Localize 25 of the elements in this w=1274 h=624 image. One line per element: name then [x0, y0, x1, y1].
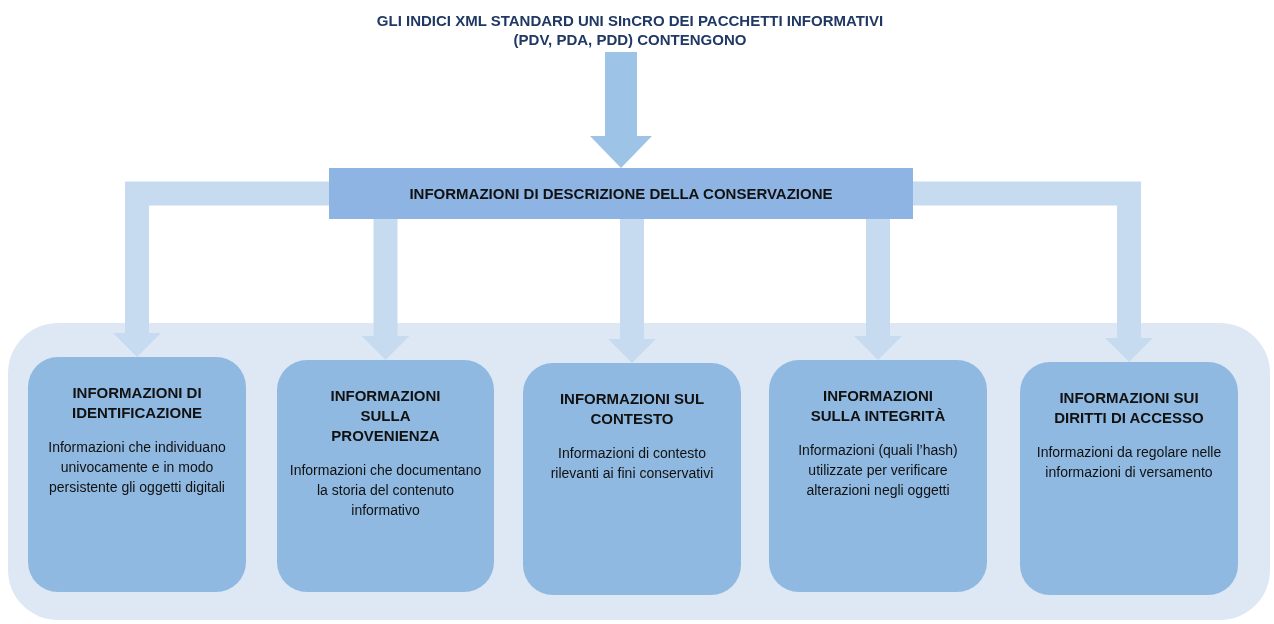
card-description: Informazioni da regolare nelle informazioni di versamento: [1035, 443, 1223, 482]
block-arrow: [590, 52, 652, 168]
title-text: GLI INDICI XML STANDARD UNI SInCRO DEI PACCHETTI INFORMATIVI (PDV, PDA, PDD) CONTENGONO: [375, 11, 885, 49]
block-arrow: [608, 219, 656, 363]
card-description: Informazioni che individuano univocamente e in modo persistente gli oggetti digitali: [47, 438, 227, 497]
info-card: [1020, 362, 1238, 595]
info-card: [277, 360, 494, 592]
block-arrow: [854, 219, 902, 360]
card-heading: INFORMAZIONI SULLA INTEGRITÀ: [809, 386, 947, 426]
card-description: Informazioni (quali l’hash) utilizzate per verificare alterazioni negli oggetti: [797, 441, 959, 500]
card-heading: INFORMAZIONI SUI DIRITTI DI ACCESSO: [1054, 388, 1204, 428]
card-description: Informazioni di contesto rilevanti ai fini conservativi: [549, 444, 715, 483]
info-card: [28, 357, 246, 592]
card-heading: INFORMAZIONI DI IDENTIFICAZIONE: [71, 383, 203, 423]
card-heading: INFORMAZIONI SULLA PROVENIENZA: [329, 386, 442, 446]
block-arrow: [913, 181, 1153, 362]
block-arrow: [113, 181, 329, 357]
card-heading: INFORMAZIONI SUL CONTESTO: [558, 389, 706, 429]
band-label: INFORMAZIONI DI DESCRIZIONE DELLA CONSERVAZIONE: [409, 185, 833, 202]
group-panel: [8, 323, 1270, 620]
info-card: [523, 363, 741, 595]
card-description: Informazioni che documentano la storia del contenuto informativo: [289, 461, 482, 520]
info-card: [769, 360, 987, 592]
header-band: [329, 168, 913, 219]
block-arrow: [361, 219, 410, 360]
